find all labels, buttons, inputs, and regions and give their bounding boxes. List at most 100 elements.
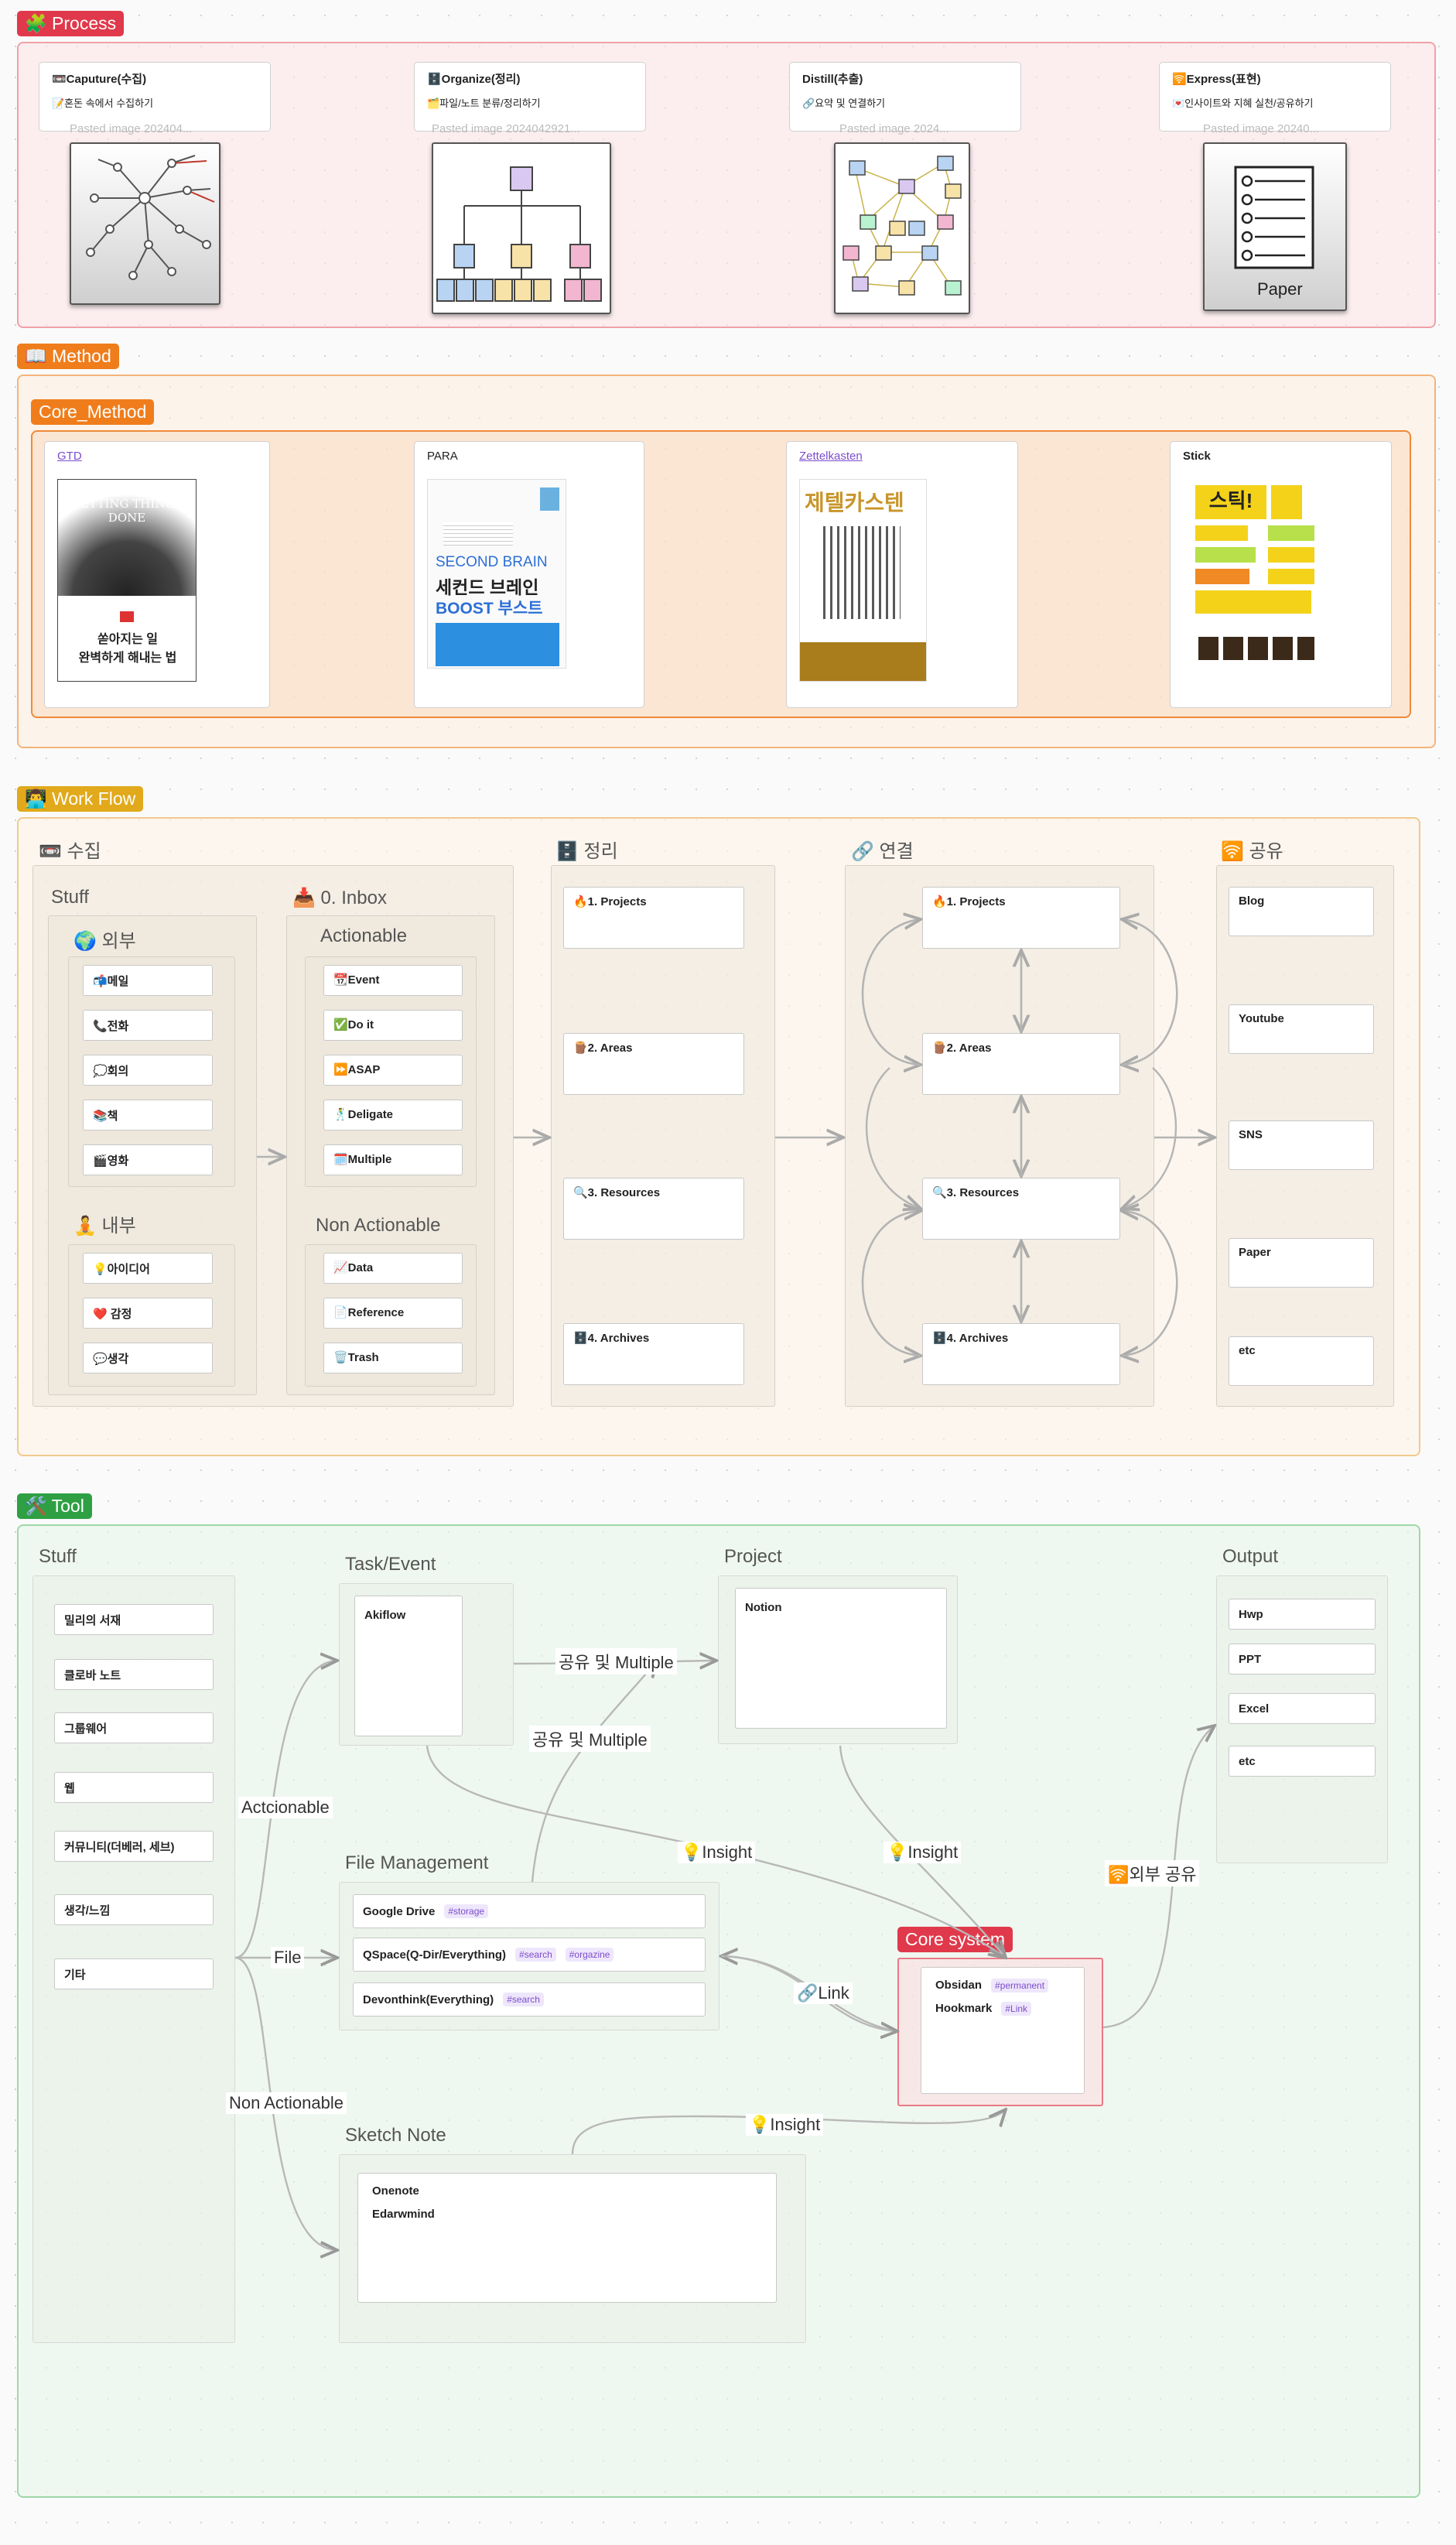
method-card-stick[interactable]: Stick 스틱! [1170, 441, 1392, 708]
core-system-tag[interactable]: Core system [897, 1927, 1013, 1952]
process-tag[interactable]: 🧩 Process [17, 11, 125, 36]
actionable-item[interactable]: ✅Do it [323, 1010, 463, 1041]
method-link-zettelkasten[interactable]: Zettelkasten [799, 450, 863, 463]
internal-title: 🧘 내부 [73, 1216, 136, 1237]
output-item[interactable]: PPT [1229, 1644, 1376, 1674]
tool-stuff-item[interactable]: 웹 [54, 1772, 214, 1803]
zettelkasten-book-title: 제텔카스텐 [805, 491, 904, 515]
mindmap-drawing [86, 155, 215, 280]
non-actionable-item[interactable]: 🗑️Trash [323, 1343, 463, 1373]
akiflow-card[interactable]: Akiflow [354, 1596, 463, 1736]
method-card-zettelkasten[interactable]: Zettelkasten 제텔카스텐 [786, 441, 1018, 708]
hashtag[interactable]: #storage [444, 1904, 489, 1918]
output-item[interactable]: Hwp [1229, 1599, 1376, 1630]
actionable-item[interactable]: ⏩ASAP [323, 1055, 463, 1086]
share-item[interactable]: Blog [1229, 887, 1374, 936]
connect-item[interactable]: 🔥1. Projects [922, 887, 1120, 949]
core-system-card[interactable]: Obsidan#permanent Hookmark#Link [921, 1967, 1085, 2094]
process-card-distill[interactable]: Distill(추출) 🔗요약 및 연결하기 [789, 62, 1021, 132]
connect-item[interactable]: 🔍3. Resources [922, 1178, 1120, 1240]
tool-stuff-item[interactable]: 밀리의 서재 [54, 1604, 214, 1635]
internal-item[interactable]: 💬생각 [83, 1343, 213, 1373]
file-item-name: Google Drive [363, 1904, 436, 1918]
external-item[interactable]: 📚책 [83, 1100, 213, 1131]
sketch-item: Onenote [372, 2184, 419, 2198]
sketch-card[interactable]: Onenote Edarwmind [357, 2173, 777, 2303]
para-item[interactable]: 🔥1. Projects [563, 887, 744, 949]
notion-card[interactable]: Notion [735, 1588, 947, 1729]
file-management-title: File Management [345, 1852, 489, 1873]
tool-stuff-title: Stuff [39, 1546, 77, 1567]
method-tag[interactable]: 📖 Method [17, 344, 119, 369]
edge-label-share-multiple: 공유 및 Multiple [555, 1648, 677, 1674]
file-item-name: QSpace(Q-Dir/Everything) [363, 1948, 507, 1962]
share-item[interactable]: Paper [1229, 1238, 1374, 1288]
actionable-title: Actionable [320, 925, 408, 946]
output-item[interactable]: Excel [1229, 1693, 1376, 1724]
connect-title: 🔗 연결 [851, 841, 914, 862]
tool-stuff-item[interactable]: 클로바 노트 [54, 1659, 214, 1690]
workflow-tag[interactable]: 👨‍💻 Work Flow [17, 786, 144, 812]
image-caption: Pasted image 20240... [1203, 122, 1320, 135]
hashtag[interactable]: #Link [1001, 2002, 1032, 2016]
para-item[interactable]: 🪵2. Areas [563, 1033, 744, 1095]
process-card-subtitle: 🗂️파일/노트 분류/정리하기 [427, 97, 541, 109]
process-card-title: Distill(추출) [802, 73, 863, 86]
process-card-capture[interactable]: 📼Caputure(수집) 📝혼돈 속에서 수집하기 [39, 62, 271, 132]
edge-label-insight: 💡Insight [746, 2114, 824, 2136]
gtd-book-subtitle: 쏟아지는 일 완벽하게 해내는 법 [78, 633, 177, 665]
method-link-gtd[interactable]: GTD [57, 450, 82, 463]
external-item[interactable]: 📞전화 [83, 1010, 213, 1041]
file-item-qspace[interactable]: QSpace(Q-Dir/Everything) #search #orgazine [353, 1938, 706, 1972]
para-book-title-ko: 세컨드 브레인 [436, 577, 539, 597]
hashtag[interactable]: #permanent [991, 1979, 1049, 1993]
tool-stuff-item[interactable]: 생각/느낌 [54, 1894, 214, 1925]
process-card-title: 🗄️Organize(정리) [427, 73, 521, 86]
image-caption: Pasted image 2024... [839, 122, 949, 135]
actionable-item[interactable]: 🕺Deligate [323, 1100, 463, 1131]
file-item-google-drive[interactable]: Google Drive #storage [353, 1894, 706, 1928]
distill-image[interactable] [834, 142, 970, 314]
edge-label-actionable: Actcionable [238, 1797, 333, 1818]
para-item[interactable]: 🗄️4. Archives [563, 1323, 744, 1385]
hashtag[interactable]: #search [503, 1993, 544, 2006]
internal-item[interactable]: 💡아이디어 [83, 1253, 213, 1284]
external-item[interactable]: 🎬영화 [83, 1144, 213, 1175]
zettelkasten-book-cover: 제텔카스텐 [799, 479, 927, 682]
inbox-title: 📥 0. Inbox [292, 888, 387, 908]
hashtag[interactable]: #search [515, 1948, 556, 1962]
tool-tag[interactable]: 🛠️ Tool [17, 1493, 92, 1519]
non-actionable-item[interactable]: 📄Reference [323, 1298, 463, 1329]
file-item-devonthink[interactable]: Devonthink(Everything)#search [353, 1982, 706, 2017]
share-item[interactable]: etc [1229, 1336, 1374, 1386]
external-item[interactable]: 💭회의 [83, 1055, 213, 1086]
actionable-item[interactable]: 📆Event [323, 965, 463, 996]
capture-image[interactable] [70, 142, 220, 305]
edge-label-external-share: 🛜외부 공유 [1105, 1860, 1200, 1887]
internal-item[interactable]: ❤️ 감정 [83, 1298, 213, 1329]
tool-stuff-item[interactable]: 기타 [54, 1958, 214, 1989]
core-method-tag[interactable]: Core_Method [31, 399, 155, 425]
actionable-item[interactable]: 🗓️Multiple [323, 1144, 463, 1175]
gtd-book-cover: GETTING THINGS DONE 쏟아지는 일 완벽하게 해내는 법 [57, 479, 197, 682]
process-card-organize[interactable]: 🗄️Organize(정리) 🗂️파일/노트 분류/정리하기 [414, 62, 646, 132]
hashtag[interactable]: #orgazine [565, 1948, 614, 1962]
tool-stuff-item[interactable]: 커뮤니티(더베러, 세브) [54, 1831, 214, 1862]
connect-item[interactable]: 🪵2. Areas [922, 1033, 1120, 1095]
non-actionable-item[interactable]: 📈Data [323, 1253, 463, 1284]
share-item[interactable]: SNS [1229, 1120, 1374, 1170]
method-card-gtd[interactable]: GTD GETTING THINGS DONE 쏟아지는 일 완벽하게 해내는 … [44, 441, 270, 708]
process-card-subtitle: 💌인사이트와 지혜 실천/공유하기 [1172, 97, 1314, 109]
method-card-para[interactable]: PARA SECOND BRAIN 세컨드 브레인 BOOST 부스트 [414, 441, 644, 708]
connect-item[interactable]: 🗄️4. Archives [922, 1323, 1120, 1385]
external-item[interactable]: 📬메일 [83, 965, 213, 996]
express-image[interactable]: Paper [1203, 142, 1347, 311]
tool-stuff-item[interactable]: 그룹웨어 [54, 1712, 214, 1743]
organize-image[interactable] [432, 142, 611, 314]
process-card-express[interactable]: 🛜Express(표현) 💌인사이트와 지혜 실천/공유하기 [1159, 62, 1391, 132]
image-caption: Pasted image 2024042921... [432, 122, 580, 135]
output-item[interactable]: etc [1229, 1746, 1376, 1777]
para-item[interactable]: 🔍3. Resources [563, 1178, 744, 1240]
edge-label-link: 🔗Link [794, 1982, 853, 2004]
share-item[interactable]: Youtube [1229, 1004, 1374, 1054]
